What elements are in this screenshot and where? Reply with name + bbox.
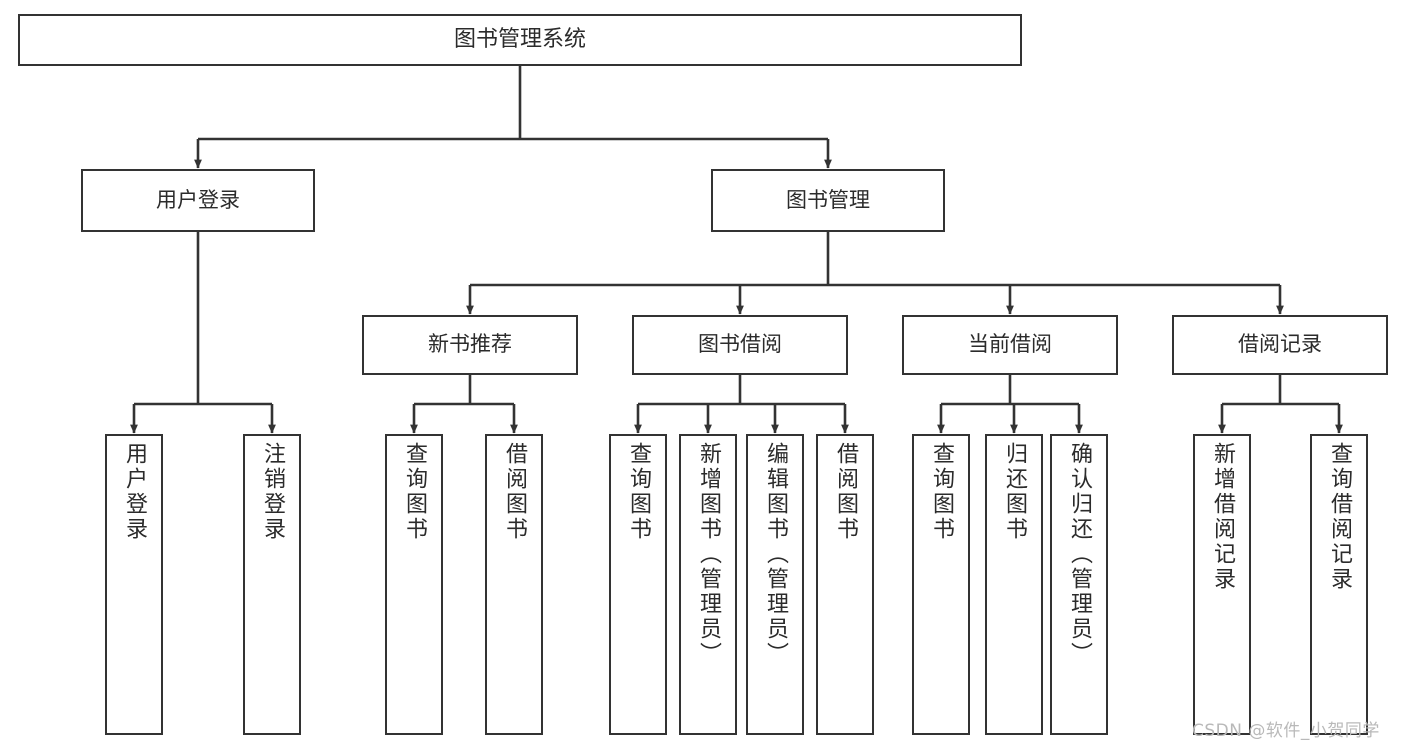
node-leaf-user-login[interactable]: 用户登录 xyxy=(105,434,163,735)
node-new-book-recommend[interactable]: 新书推荐 xyxy=(362,315,578,375)
node-label: 图书管理 xyxy=(786,187,870,212)
node-leaf-query-book-bor[interactable]: 查询图书 xyxy=(609,434,667,735)
node-leaf-user-logout[interactable]: 注销登录 xyxy=(243,434,301,735)
node-leaf-query-book-cur[interactable]: 查询图书 xyxy=(912,434,970,735)
node-label: 查询借阅记录 xyxy=(1327,442,1352,592)
node-leaf-query-record[interactable]: 查询借阅记录 xyxy=(1310,434,1368,735)
node-label: 查询图书 xyxy=(402,442,427,542)
node-label: 借阅图书 xyxy=(502,442,527,542)
node-label: 用户登录 xyxy=(122,442,147,542)
node-label: 查询图书 xyxy=(929,442,954,542)
node-label: 图书管理系统 xyxy=(453,26,586,52)
node-leaf-confirm-return[interactable]: 确认归还（管理员） xyxy=(1050,434,1108,735)
node-label: 新增借阅记录 xyxy=(1210,442,1235,592)
node-leaf-borrow-book-bor[interactable]: 借阅图书 xyxy=(816,434,874,735)
node-label: 查询图书 xyxy=(626,442,651,542)
node-book-borrow[interactable]: 图书借阅 xyxy=(632,315,848,375)
node-label: 归还图书 xyxy=(1002,442,1027,542)
node-borrow-record[interactable]: 借阅记录 xyxy=(1172,315,1388,375)
node-book-manage[interactable]: 图书管理 xyxy=(711,169,945,232)
node-label: 新书推荐 xyxy=(428,332,512,357)
node-label: 图书借阅 xyxy=(698,332,782,357)
node-current-borrow[interactable]: 当前借阅 xyxy=(902,315,1118,375)
node-label: 借阅图书 xyxy=(833,442,858,542)
node-label: 确认归还（管理员） xyxy=(1067,442,1092,667)
node-label: 借阅记录 xyxy=(1238,332,1322,357)
node-leaf-return-book[interactable]: 归还图书 xyxy=(985,434,1043,735)
node-label: 用户登录 xyxy=(156,187,240,212)
node-leaf-borrow-book-rec[interactable]: 借阅图书 xyxy=(485,434,543,735)
node-root-root[interactable]: 图书管理系统 xyxy=(18,14,1022,66)
node-leaf-add-book[interactable]: 新增图书（管理员） xyxy=(679,434,737,735)
node-user-login[interactable]: 用户登录 xyxy=(81,169,315,232)
node-leaf-query-book-rec[interactable]: 查询图书 xyxy=(385,434,443,735)
node-label: 新增图书（管理员） xyxy=(696,442,721,667)
csdn-watermark: CSDN @软件_小贺同学 xyxy=(1192,721,1380,741)
node-leaf-add-record[interactable]: 新增借阅记录 xyxy=(1193,434,1251,735)
node-label: 注销登录 xyxy=(260,442,285,542)
node-label: 编辑图书（管理员） xyxy=(763,442,788,667)
node-leaf-edit-book[interactable]: 编辑图书（管理员） xyxy=(746,434,804,735)
node-label: 当前借阅 xyxy=(968,332,1052,357)
